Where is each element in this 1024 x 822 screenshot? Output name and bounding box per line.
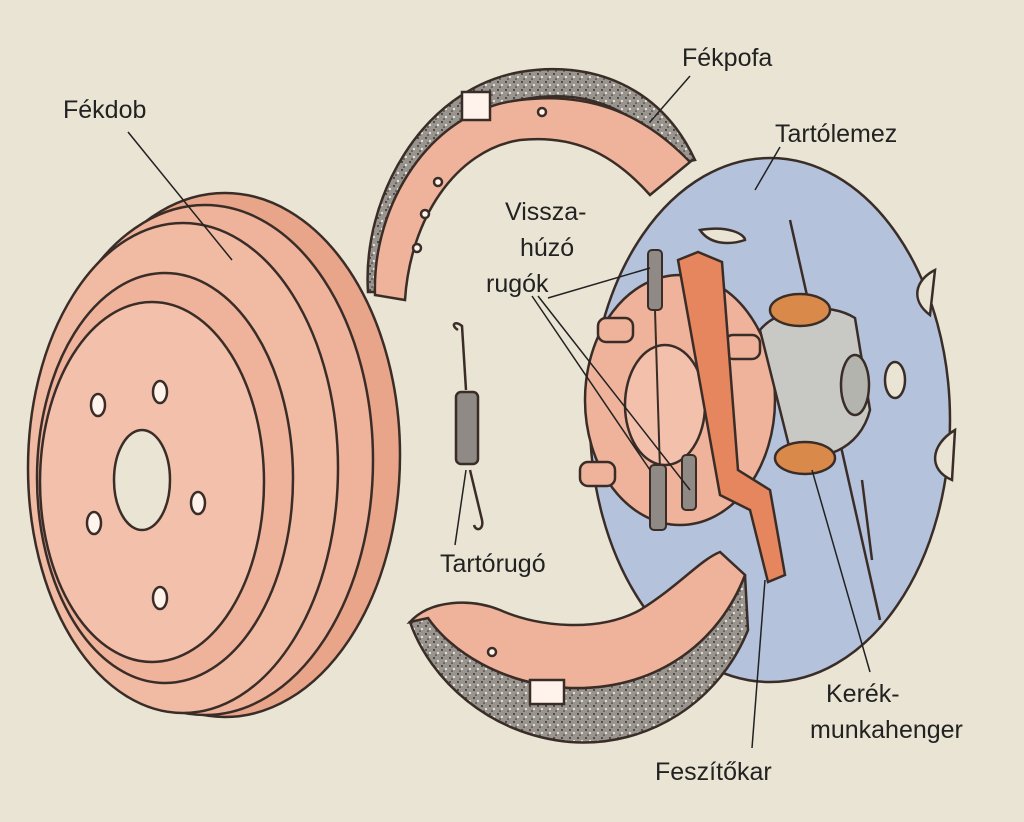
label-kerek-1: Kerék- xyxy=(826,680,900,708)
label-visszahuzo-3: rugók xyxy=(486,270,549,298)
leader-lines xyxy=(127,75,871,749)
wheel-cylinder xyxy=(758,292,872,476)
label-visszahuzo-1: Vissza- xyxy=(505,198,587,226)
label-fekdob: Fékdob xyxy=(63,96,147,124)
label-fekpofa: Fékpofa xyxy=(682,44,773,72)
label-kerek-2: munkahenger xyxy=(810,716,963,744)
parking-brake-lever xyxy=(676,250,787,584)
label-visszahuzo-2: húzó xyxy=(520,234,575,262)
brake-shoe-lower xyxy=(406,550,750,744)
hold-down-spring xyxy=(452,322,484,531)
label-tartolemez: Tartólemez xyxy=(775,120,898,148)
label-tartorugo: Tartórugó xyxy=(440,550,546,578)
brake-drum xyxy=(26,191,402,719)
label-feszitokar: Feszítőkar xyxy=(655,758,772,786)
return-springs xyxy=(647,249,697,531)
brake-shoe-upper xyxy=(366,67,697,302)
